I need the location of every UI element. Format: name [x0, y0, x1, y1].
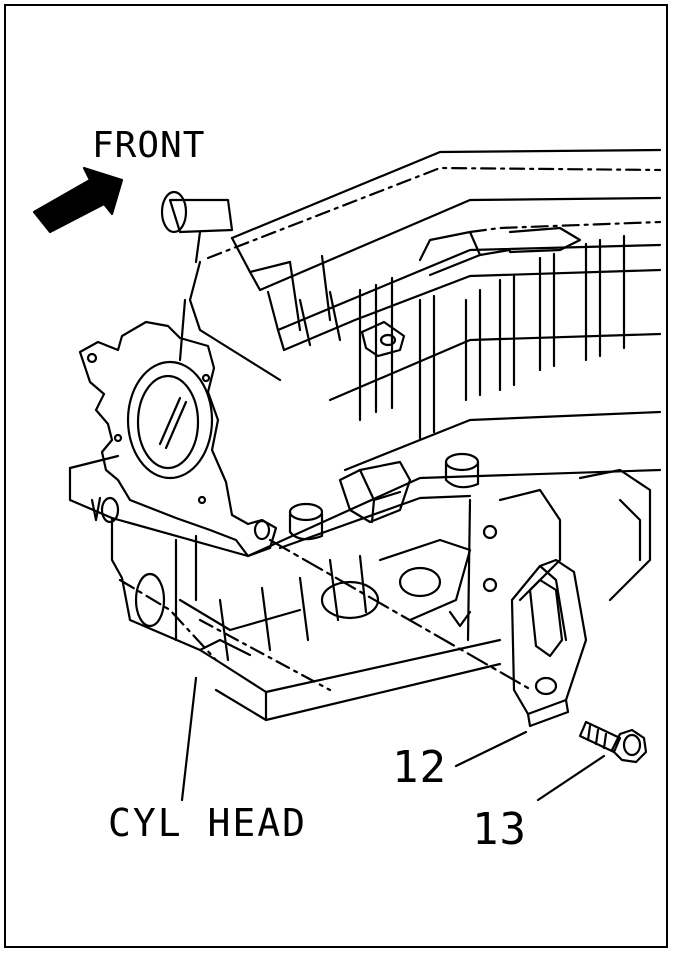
- cover-ribs: [288, 234, 662, 472]
- front-label: FRONT: [92, 125, 206, 166]
- callout-13: 13: [472, 804, 527, 855]
- bracket-bolt: [578, 720, 648, 764]
- end-plate: [78, 320, 278, 558]
- cyl-head-leader: [180, 676, 198, 802]
- cylinder-head-block: [68, 454, 662, 722]
- install-centerline: [268, 538, 530, 690]
- cam-cover: [160, 148, 662, 382]
- callout-12: 12: [392, 742, 447, 793]
- front-arrow-icon: [32, 166, 124, 234]
- cover-lug: [360, 320, 406, 358]
- cyl-head-label: CYL HEAD: [108, 801, 308, 845]
- cam-lobe: [338, 460, 412, 524]
- part-13-leader: [536, 754, 606, 802]
- part-12-leader: [454, 730, 528, 768]
- head-bolts: [288, 452, 480, 541]
- engine-hanger-bracket: [510, 558, 588, 728]
